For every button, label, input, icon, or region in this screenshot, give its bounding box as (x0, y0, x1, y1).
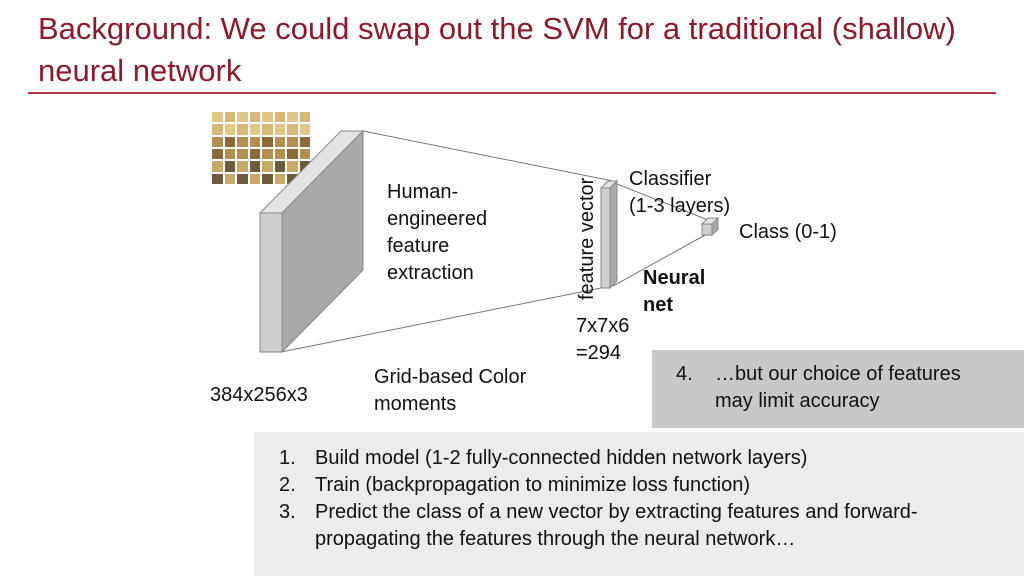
extraction-line: feature (387, 235, 450, 257)
neural-net-line: Neural (643, 267, 706, 289)
extraction-line: engineered (387, 208, 488, 230)
mosaic-tile (249, 112, 260, 123)
callout-box: 4. …but our choice of features may limit… (652, 350, 1024, 428)
mosaic-tile (287, 173, 298, 184)
classifier-line-top (616, 183, 709, 221)
callout-line: may limit accuracy (715, 390, 880, 412)
extraction-line: extraction (387, 262, 474, 284)
mosaic-tile (287, 148, 298, 160)
class-output-label: Class (0-1) (739, 221, 837, 243)
extraction-line: Human- (387, 181, 459, 203)
step-text: Build model (1-2 fully-connected hidden … (315, 447, 808, 469)
mosaic-tile (299, 161, 310, 172)
step-number: 1. (279, 447, 296, 469)
vector-size-label: 7x7x6 =294 (576, 313, 629, 367)
mosaic-tile (237, 173, 248, 184)
step-text: propagating the features through the neu… (315, 528, 796, 550)
mosaic-tile (262, 148, 273, 160)
step-text: Train (backpropagation to minimize loss … (315, 474, 751, 496)
mosaic-tile (212, 112, 223, 123)
mosaic-tile (274, 124, 285, 135)
grid-moments-line: moments (374, 393, 457, 415)
mosaic-tile (224, 124, 235, 135)
classifier-line: Classifier (629, 168, 712, 190)
mosaic-tile (274, 161, 285, 172)
mosaic-tile (249, 161, 260, 172)
classifier-label: Classifier (1-3 layers) (629, 166, 730, 220)
mosaic-tile (274, 173, 285, 184)
steps-box: 1. Build model (1-2 fully-connected hidd… (254, 432, 1024, 576)
mosaic-tile (274, 136, 285, 147)
classifier-line: (1-3 layers) (629, 195, 731, 217)
slide-title: Background: We could swap out the SVM fo… (38, 11, 956, 88)
callout-line: …but our choice of features (715, 363, 961, 385)
input-size-label: 384x256x3 (210, 384, 308, 406)
mosaic-tile (262, 161, 273, 172)
title-divider (28, 92, 996, 94)
mosaic-tile (212, 173, 223, 184)
step-number: 2. (279, 474, 296, 496)
mosaic-tile (212, 136, 223, 147)
mosaic-tile (237, 161, 248, 172)
mosaic-tile (299, 124, 310, 135)
projection-line-bottom (280, 287, 602, 353)
mosaic-tile (249, 136, 260, 147)
vector-size-line: =294 (576, 342, 622, 364)
mosaic-tile (262, 124, 273, 135)
feature-vector-volume (599, 179, 619, 290)
feature-vector-label: feature vector (576, 177, 598, 300)
mosaic-tile (274, 112, 285, 123)
mosaic-tile (299, 136, 310, 147)
mosaic-tile (237, 136, 248, 147)
mosaic-tile (299, 112, 310, 123)
mosaic-tile (237, 112, 248, 123)
mosaic-tile (249, 173, 260, 184)
mosaic-tile (224, 148, 235, 160)
mosaic-tile (287, 112, 298, 123)
mosaic-tile (287, 161, 298, 172)
mosaic-tile (237, 148, 248, 160)
mosaic-tile (249, 148, 260, 160)
mosaic-tile (287, 124, 298, 135)
mosaic-tile (212, 124, 223, 135)
projection-line-top (362, 130, 614, 182)
input-volume (258, 129, 365, 354)
mosaic-tile (224, 112, 235, 123)
mosaic-tile (237, 124, 248, 135)
class-output-cube (700, 216, 720, 237)
classifier-line-bottom (612, 233, 708, 287)
step-number: 3. (279, 501, 296, 523)
step-text: Predict the class of a new vector by ext… (315, 501, 918, 523)
mosaic-tile (249, 124, 260, 135)
grid-moments-line: Grid-based Color (374, 366, 527, 388)
mosaic-tile (212, 161, 223, 172)
mosaic-tile (262, 173, 273, 184)
mosaic-tile (212, 148, 223, 160)
grid-moments-label: Grid-based Color moments (374, 364, 526, 418)
extraction-label: Human- engineered feature extraction (387, 179, 487, 287)
mosaic-tile (224, 136, 235, 147)
mosaic-tile (274, 148, 285, 160)
neural-net-line: net (643, 294, 673, 316)
callout-number: 4. (676, 363, 693, 385)
mosaic-tile (262, 112, 273, 123)
neural-net-label: Neural net (643, 265, 705, 319)
mosaic-tile (299, 148, 310, 160)
image-mosaic-icon (212, 112, 310, 184)
mosaic-tile (287, 136, 298, 147)
mosaic-tile (224, 161, 235, 172)
vector-size-line: 7x7x6 (576, 315, 630, 337)
mosaic-tile (262, 136, 273, 147)
mosaic-tile (224, 173, 235, 184)
